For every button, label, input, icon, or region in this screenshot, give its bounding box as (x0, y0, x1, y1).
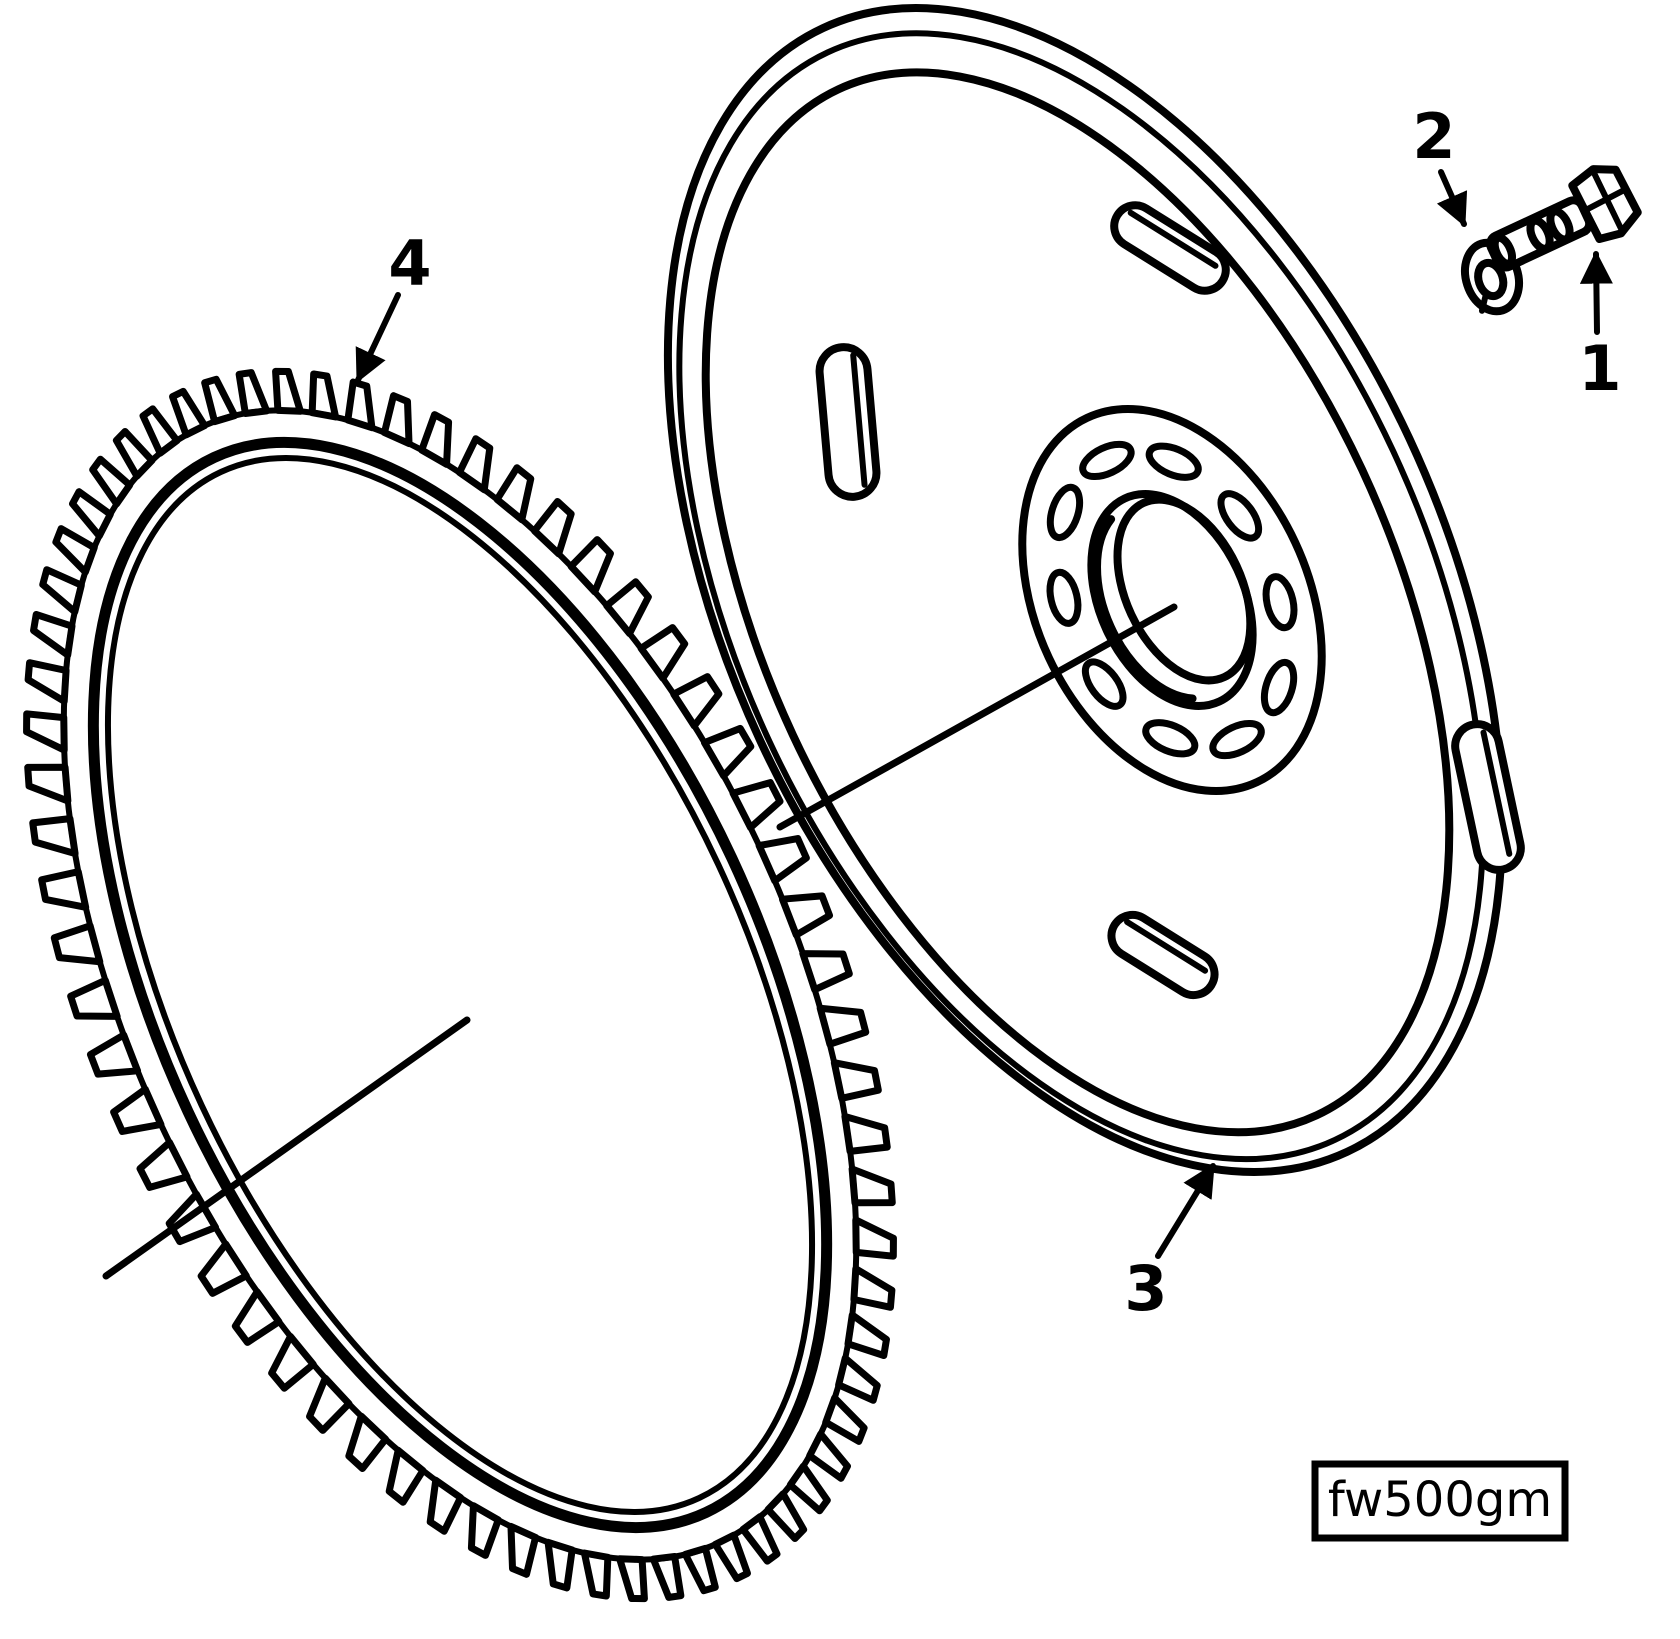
callout-1-label: 1 (1578, 332, 1621, 405)
ring-gear-root-band (60, 407, 860, 1563)
ring-gear-teeth (23, 367, 897, 1603)
ring-gear-center-line (102, 1016, 471, 1280)
gear-tooth (23, 710, 68, 754)
callout-4-arrow (355, 292, 401, 383)
crank-bore-inner (1113, 495, 1255, 685)
flexplate-slot-right (1451, 720, 1525, 874)
flexplate (663, 4, 1525, 1176)
ring-gear (23, 367, 897, 1603)
gear-tooth (852, 1216, 897, 1260)
ring-gear-inner-edge (87, 437, 833, 1533)
callout-2-label: 2 (1412, 100, 1455, 173)
hub-bolt-hole (1260, 658, 1298, 717)
bolt-thread-mark (1546, 207, 1574, 244)
hub-bolt-hole (1209, 719, 1265, 760)
ring-gear-inner-face (104, 455, 816, 1515)
bolt-thread-mark (1526, 216, 1554, 253)
hub-bolt-holes (1046, 440, 1298, 760)
flexplate-outer-rim (663, 4, 1507, 1176)
hub-bolt-hole (1046, 483, 1084, 542)
callout-3-arrow (1155, 1163, 1216, 1259)
hub-bolt-hole (1081, 658, 1127, 710)
gear-tooth (507, 1522, 540, 1578)
flexplate-hub (1018, 404, 1326, 796)
hub-bolt-hole (1145, 442, 1202, 481)
figure-code-label: fw500gm (1328, 1472, 1552, 1528)
callout-3-label: 3 (1124, 1252, 1167, 1325)
callout-1: 1 (1578, 250, 1622, 405)
callout-2-arrow (1436, 169, 1468, 228)
hub-bolt-hole (1217, 490, 1263, 542)
hub-bolt-hole (1262, 573, 1298, 632)
flexplate-slot-top (1110, 201, 1230, 295)
hub-bolt-hole (1142, 719, 1199, 758)
gear-tooth (380, 392, 413, 448)
flexplate-face-edge (701, 68, 1454, 1137)
callout-1-arrow (1579, 250, 1613, 335)
crank-bore-wall (1093, 515, 1197, 703)
washer (1461, 238, 1523, 316)
flexplate-slot-left (815, 343, 881, 501)
hub-bolt-hole (1046, 568, 1082, 627)
callout-4: 4 (355, 227, 432, 383)
flexplate-center-line (776, 603, 1178, 831)
hub-bolt-hole (1079, 440, 1135, 481)
callout-2: 2 (1412, 100, 1468, 228)
bolt-tip-chamfer (1490, 233, 1517, 268)
washer-hole (1474, 258, 1508, 301)
callout-3: 3 (1124, 1163, 1216, 1325)
flexplate-slot-bottom (1107, 910, 1219, 1000)
callout-4-label: 4 (388, 227, 431, 300)
mounting-bolt (1486, 165, 1642, 272)
figure-code-box: fw500gm (1311, 1460, 1569, 1542)
